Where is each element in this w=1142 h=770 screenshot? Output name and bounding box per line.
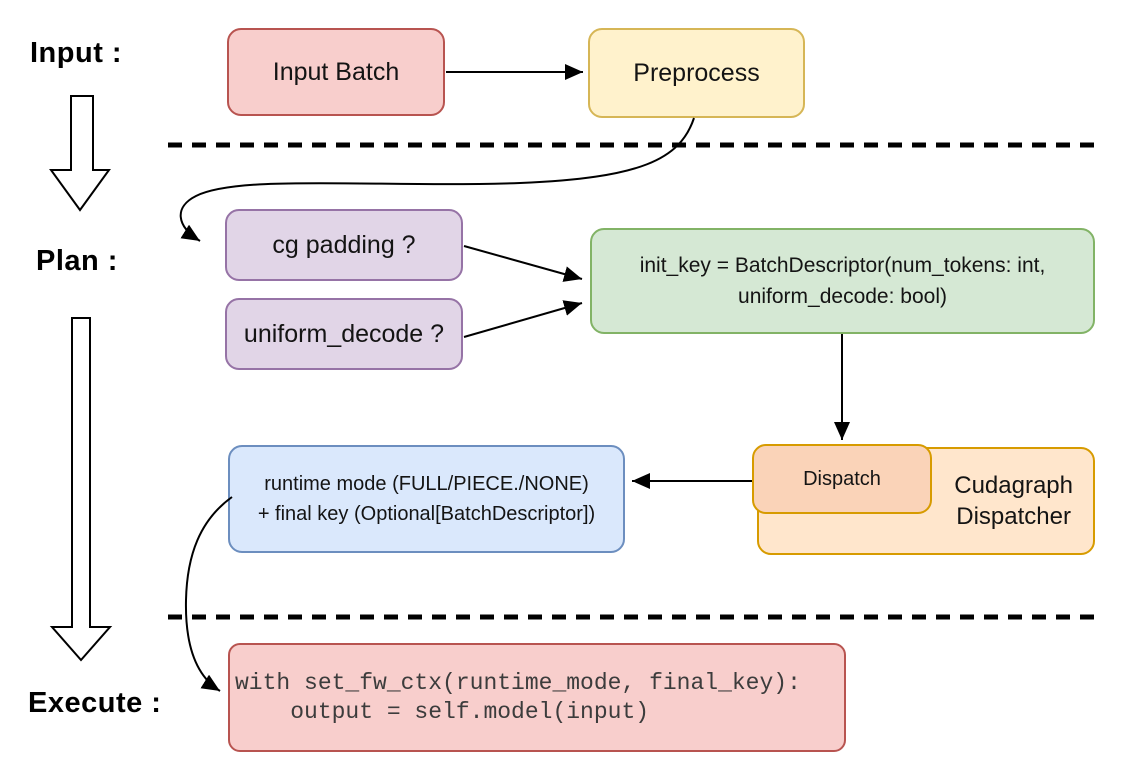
node-cg-padding: cg padding ? bbox=[225, 209, 463, 281]
node-input-batch: Input Batch bbox=[227, 28, 445, 116]
node-init-key: init_key = BatchDescriptor(num_tokens: i… bbox=[590, 228, 1095, 334]
stage-flow-arrow-input-to-plan-icon bbox=[49, 95, 111, 212]
node-runtime-mode-line1: runtime mode (FULL/PIECE./NONE) bbox=[264, 473, 589, 495]
node-uniform-decode: uniform_decode ? bbox=[225, 298, 463, 370]
stage-label-execute: Execute : bbox=[28, 687, 162, 719]
execute-code-line1: with set_fw_ctx(runtime_mode, final_key)… bbox=[235, 669, 801, 696]
execute-code-line2: output = self.model(input) bbox=[235, 698, 650, 725]
node-uniform-decode-label: uniform_decode ? bbox=[243, 319, 445, 348]
stage-label-input: Input : bbox=[30, 37, 123, 69]
node-preprocess-label: Preprocess bbox=[633, 58, 760, 87]
node-cudagraph-line2: Dispatcher bbox=[956, 503, 1071, 530]
node-dispatch-label: Dispatch bbox=[803, 467, 881, 490]
stage-flow-arrow-plan-to-execute-icon bbox=[49, 317, 113, 662]
node-init-key-line1: init_key = BatchDescriptor(num_tokens: i… bbox=[639, 254, 1046, 277]
stage-label-plan: Plan : bbox=[36, 245, 118, 277]
node-dispatch: Dispatch bbox=[752, 444, 932, 514]
node-cg-padding-label: cg padding ? bbox=[272, 230, 416, 259]
node-preprocess: Preprocess bbox=[588, 28, 805, 118]
node-cudagraph-line1: Cudagraph bbox=[954, 472, 1073, 499]
arrow-cgpadding-to-initkey bbox=[463, 245, 583, 282]
node-execute-code: with set_fw_ctx(runtime_mode, final_key)… bbox=[228, 643, 846, 752]
node-runtime-mode: runtime mode (FULL/PIECE./NONE) + final … bbox=[228, 445, 625, 553]
node-runtime-mode-line2: + final key (Optional[BatchDescriptor]) bbox=[257, 503, 596, 525]
node-cudagraph-dispatcher-label: Cudagraph Dispatcher bbox=[954, 470, 1093, 532]
arrow-uniformdecode-to-initkey bbox=[463, 300, 583, 338]
node-input-batch-label: Input Batch bbox=[272, 57, 400, 86]
arrow-runtimemode-to-executecode bbox=[184, 496, 233, 692]
node-init-key-line2: uniform_decode: bool) bbox=[738, 285, 947, 308]
